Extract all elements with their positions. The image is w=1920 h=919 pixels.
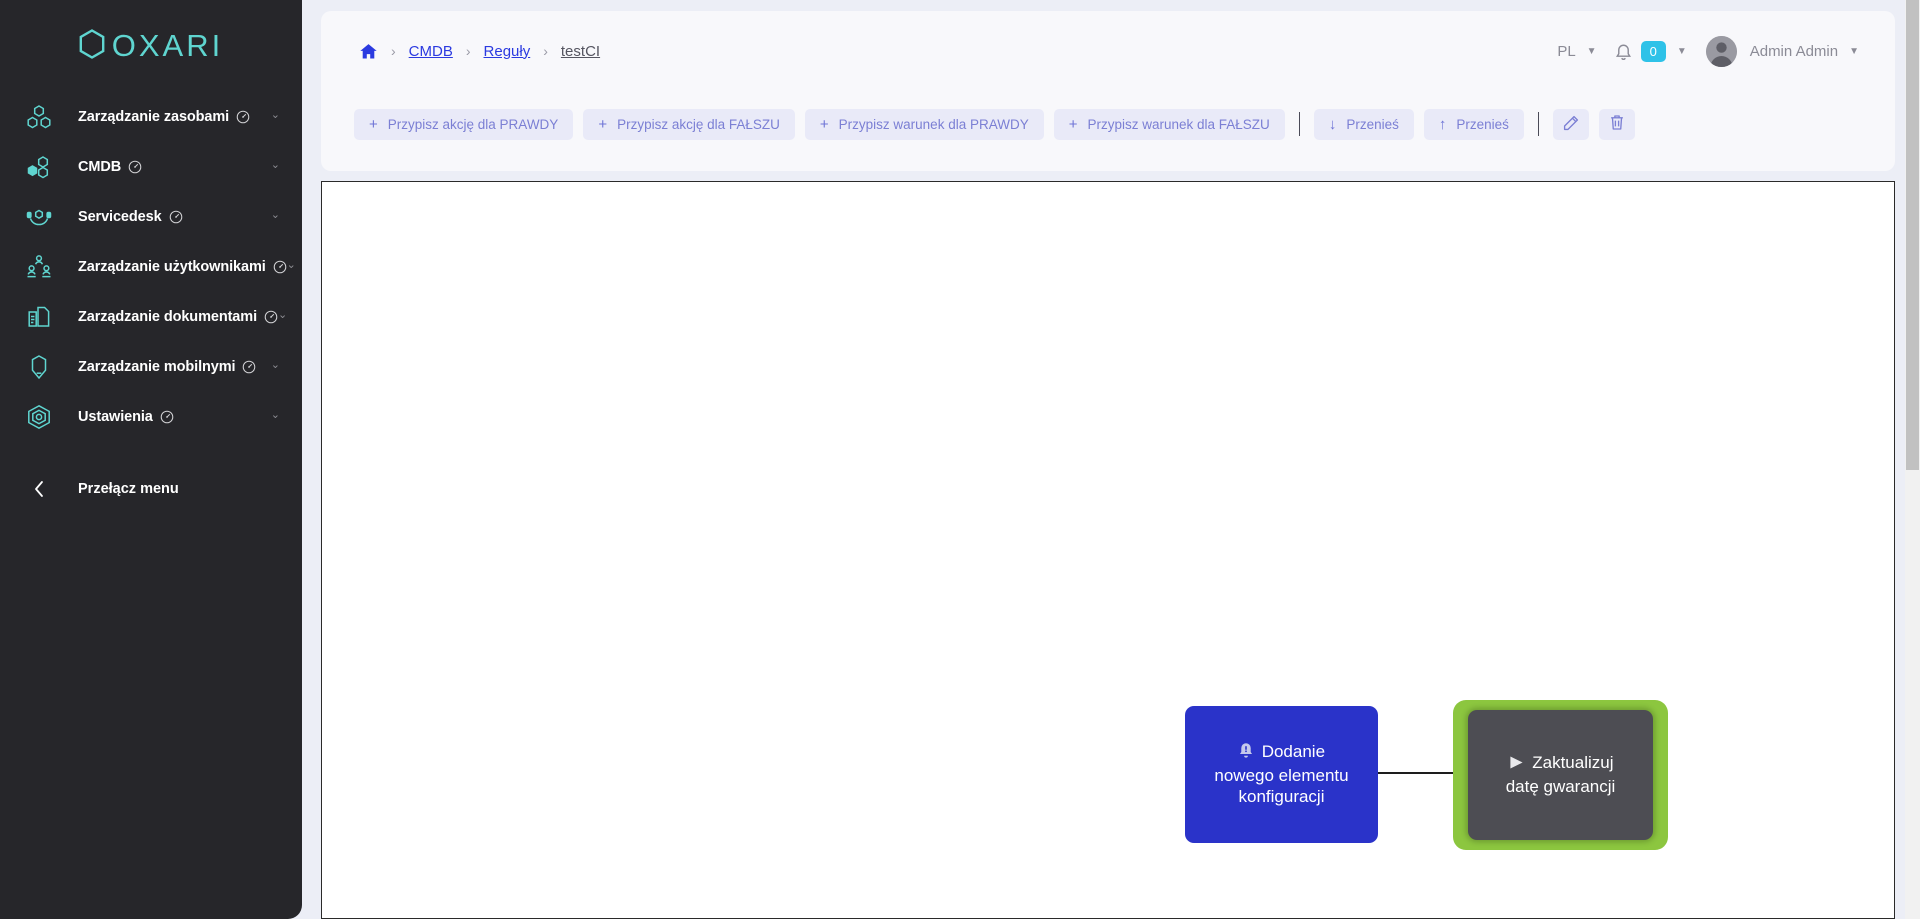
logo-hexagon-icon [79, 28, 105, 64]
help-gauge-icon[interactable] [236, 110, 250, 124]
diagram-node-action-text: Zaktualizuj datę gwarancji [1505, 753, 1616, 796]
assign-condition-true-button[interactable]: + Przypisz warunek dla PRAWDY [804, 108, 1044, 140]
users-icon [24, 252, 54, 282]
plus-icon: + [369, 115, 378, 133]
toggle-menu-button[interactable]: Przełącz menu [0, 464, 302, 514]
help-gauge-icon[interactable] [128, 160, 142, 174]
toolbar-divider [1537, 112, 1539, 136]
page-scrollbar[interactable] [1905, 0, 1920, 919]
arrow-up-icon: ↑ [1438, 115, 1447, 133]
avatar[interactable] [1705, 35, 1737, 67]
button-label: Przypisz akcję dla FAŁSZU [617, 116, 780, 132]
button-label: Przypisz warunek dla FAŁSZU [1087, 116, 1270, 132]
sidebar-item-servicedesk[interactable]: Servicedesk ⌄ [0, 192, 302, 242]
logo-text: OXARI [111, 28, 224, 63]
rule-diagram-canvas[interactable]: Dodanie nowego elementu konfiguracji [321, 181, 1895, 919]
help-gauge-icon[interactable] [273, 260, 287, 274]
sidebar: OXARI Zarządzanie zasobami ⌄ [0, 0, 302, 919]
main-area: › CMDB › Reguły › testCI PL ▼ 0 [302, 0, 1920, 919]
sidebar-item-label: Zarządzanie zasobami [78, 109, 250, 125]
diagram-node-event[interactable]: Dodanie nowego elementu konfiguracji [1185, 706, 1378, 843]
sidebar-item-label: Servicedesk [78, 209, 183, 225]
headset-icon [24, 202, 54, 232]
canvas-wrapper: Dodanie nowego elementu konfiguracji [321, 171, 1895, 919]
sidebar-item-zarzadzanie-uzytkownikami[interactable]: Zarządzanie użytkownikami ⌄ [0, 242, 302, 292]
plus-icon: + [598, 115, 608, 133]
breadcrumb-item-cmdb[interactable]: CMDB [408, 42, 453, 60]
help-gauge-icon[interactable] [264, 310, 278, 324]
breadcrumb-separator: › [543, 43, 548, 59]
edit-button[interactable] [1552, 108, 1589, 140]
breadcrumb-item-testci[interactable]: testCI [560, 42, 601, 60]
help-gauge-icon[interactable] [160, 410, 174, 424]
sidebar-item-label: Zarządzanie mobilnymi [78, 359, 256, 375]
toolbar: + Przypisz akcję dla PRAWDY + Przypisz a… [321, 91, 1895, 157]
chevron-down-icon[interactable]: ▼ [1586, 46, 1597, 57]
mobile-device-icon [24, 352, 54, 382]
pencil-edit-icon [1563, 115, 1579, 134]
chevron-down-icon[interactable]: ⌄ [270, 208, 280, 221]
sidebar-item-label: CMDB [78, 159, 142, 175]
button-label: Przypisz akcję dla PRAWDY [387, 116, 559, 132]
cmdb-nodes-icon [24, 152, 54, 182]
toolbar-divider [1298, 112, 1300, 136]
sidebar-item-zarzadzanie-zasobami[interactable]: Zarządzanie zasobami ⌄ [0, 92, 302, 142]
breadcrumb: › CMDB › Reguły › testCI PL ▼ 0 [321, 11, 1895, 91]
header-card: › CMDB › Reguły › testCI PL ▼ 0 [321, 11, 1895, 171]
move-up-button[interactable]: ↑ Przenieś [1423, 108, 1524, 140]
app-logo[interactable]: OXARI [0, 0, 302, 92]
assign-action-true-button[interactable]: + Przypisz akcję dla PRAWDY [354, 108, 574, 140]
plus-icon: + [819, 115, 829, 133]
language-selector-label[interactable]: PL [1557, 42, 1576, 60]
toggle-menu-label: Przełącz menu [78, 481, 179, 497]
user-name[interactable]: Admin Admin [1749, 42, 1839, 60]
bell-icon[interactable] [1615, 42, 1632, 61]
trash-delete-icon [1609, 114, 1625, 134]
button-label: Przenieś [1346, 116, 1399, 132]
diagram-node-action[interactable]: Zaktualizuj datę gwarancji [1468, 710, 1653, 840]
button-label: Przypisz warunek dla PRAWDY [838, 116, 1029, 132]
help-gauge-icon[interactable] [242, 360, 256, 374]
home-icon[interactable] [359, 42, 378, 61]
chevron-down-icon[interactable]: ⌄ [286, 258, 296, 271]
diagram: Dodanie nowego elementu konfiguracji [322, 182, 1894, 918]
chevron-down-icon[interactable]: ▼ [1849, 46, 1859, 57]
move-down-button[interactable]: ↓ Przenieś [1313, 108, 1414, 140]
arrow-down-icon: ↓ [1328, 115, 1337, 133]
chevron-down-icon[interactable]: ⌄ [278, 308, 288, 321]
diagram-node-event-text: Dodanie nowego elementu konfiguracji [1214, 741, 1349, 807]
sidebar-item-label: Zarządzanie użytkownikami [78, 259, 287, 275]
assign-condition-false-button[interactable]: + Przypisz warunek dla FAŁSZU [1053, 108, 1285, 140]
sidebar-item-label: Zarządzanie dokumentami [78, 309, 278, 325]
chevron-down-icon[interactable]: ▼ [1676, 46, 1687, 57]
chevron-left-icon [24, 480, 54, 498]
documents-icon [24, 302, 54, 332]
sidebar-item-zarzadzanie-dokumentami[interactable]: Zarządzanie dokumentami ⌄ [0, 292, 302, 342]
breadcrumb-item-reguly[interactable]: Reguły [483, 42, 531, 60]
chevron-down-icon[interactable]: ⌄ [270, 108, 280, 121]
sidebar-item-cmdb[interactable]: CMDB ⌄ [0, 142, 302, 192]
header-actions: PL ▼ 0 ▼ [1557, 35, 1870, 67]
alert-bell-icon [1238, 742, 1259, 763]
assign-action-false-button[interactable]: + Przypisz akcję dla FAŁSZU [583, 108, 795, 140]
help-gauge-icon[interactable] [169, 210, 183, 224]
chevron-down-icon[interactable]: ⌄ [270, 158, 280, 171]
button-label: Przenieś [1456, 116, 1509, 132]
sidebar-item-zarzadzanie-mobilnymi[interactable]: Zarządzanie mobilnymi ⌄ [0, 342, 302, 392]
delete-button[interactable] [1598, 108, 1635, 140]
scrollbar-thumb[interactable] [1906, 0, 1919, 470]
play-action-icon [1508, 755, 1530, 774]
assets-nodes-icon [24, 102, 54, 132]
breadcrumb-separator: › [391, 43, 396, 59]
chevron-down-icon[interactable]: ⌄ [270, 408, 280, 421]
sidebar-nav: Zarządzanie zasobami ⌄ CMDB ⌄ [0, 92, 302, 442]
breadcrumb-separator: › [465, 43, 471, 59]
settings-gear-icon [24, 402, 54, 432]
chevron-down-icon[interactable]: ⌄ [270, 358, 280, 371]
notification-count-badge[interactable]: 0 [1640, 40, 1666, 62]
sidebar-item-label: Ustawienia [78, 409, 174, 425]
sidebar-item-ustawienia[interactable]: Ustawienia ⌄ [0, 392, 302, 442]
plus-icon: + [1068, 115, 1078, 133]
